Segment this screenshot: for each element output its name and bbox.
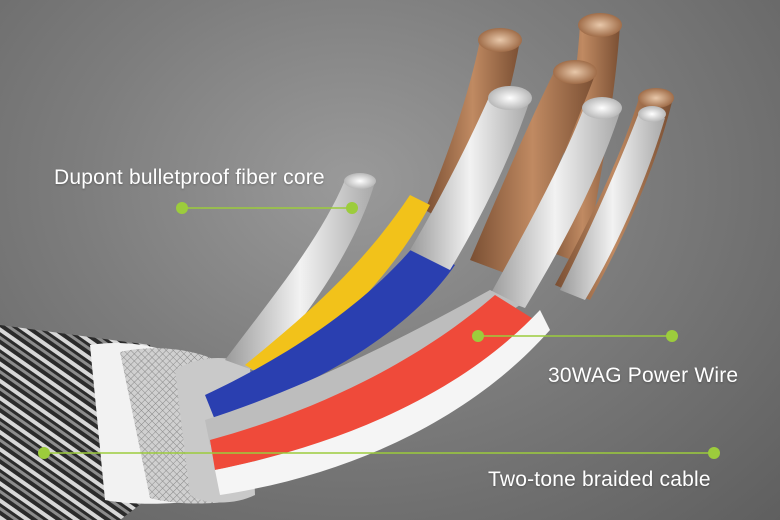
red-power-wire (210, 295, 535, 470)
callout-fiber-line (176, 202, 358, 214)
fiber-core-label: Dupont bulletproof fiber core (54, 166, 325, 189)
fiber-core-strand (225, 173, 376, 372)
power-wire-label: 30WAG Power Wire (548, 364, 739, 387)
silver-strands (205, 86, 666, 445)
callout-braid-line (38, 447, 720, 459)
blue-wire (205, 245, 455, 420)
white-inner-jacket (215, 310, 550, 495)
braided-cable-label: Two-tone braided cable (488, 468, 711, 491)
callout-power-line (472, 330, 678, 342)
yellow-wire (245, 195, 430, 380)
